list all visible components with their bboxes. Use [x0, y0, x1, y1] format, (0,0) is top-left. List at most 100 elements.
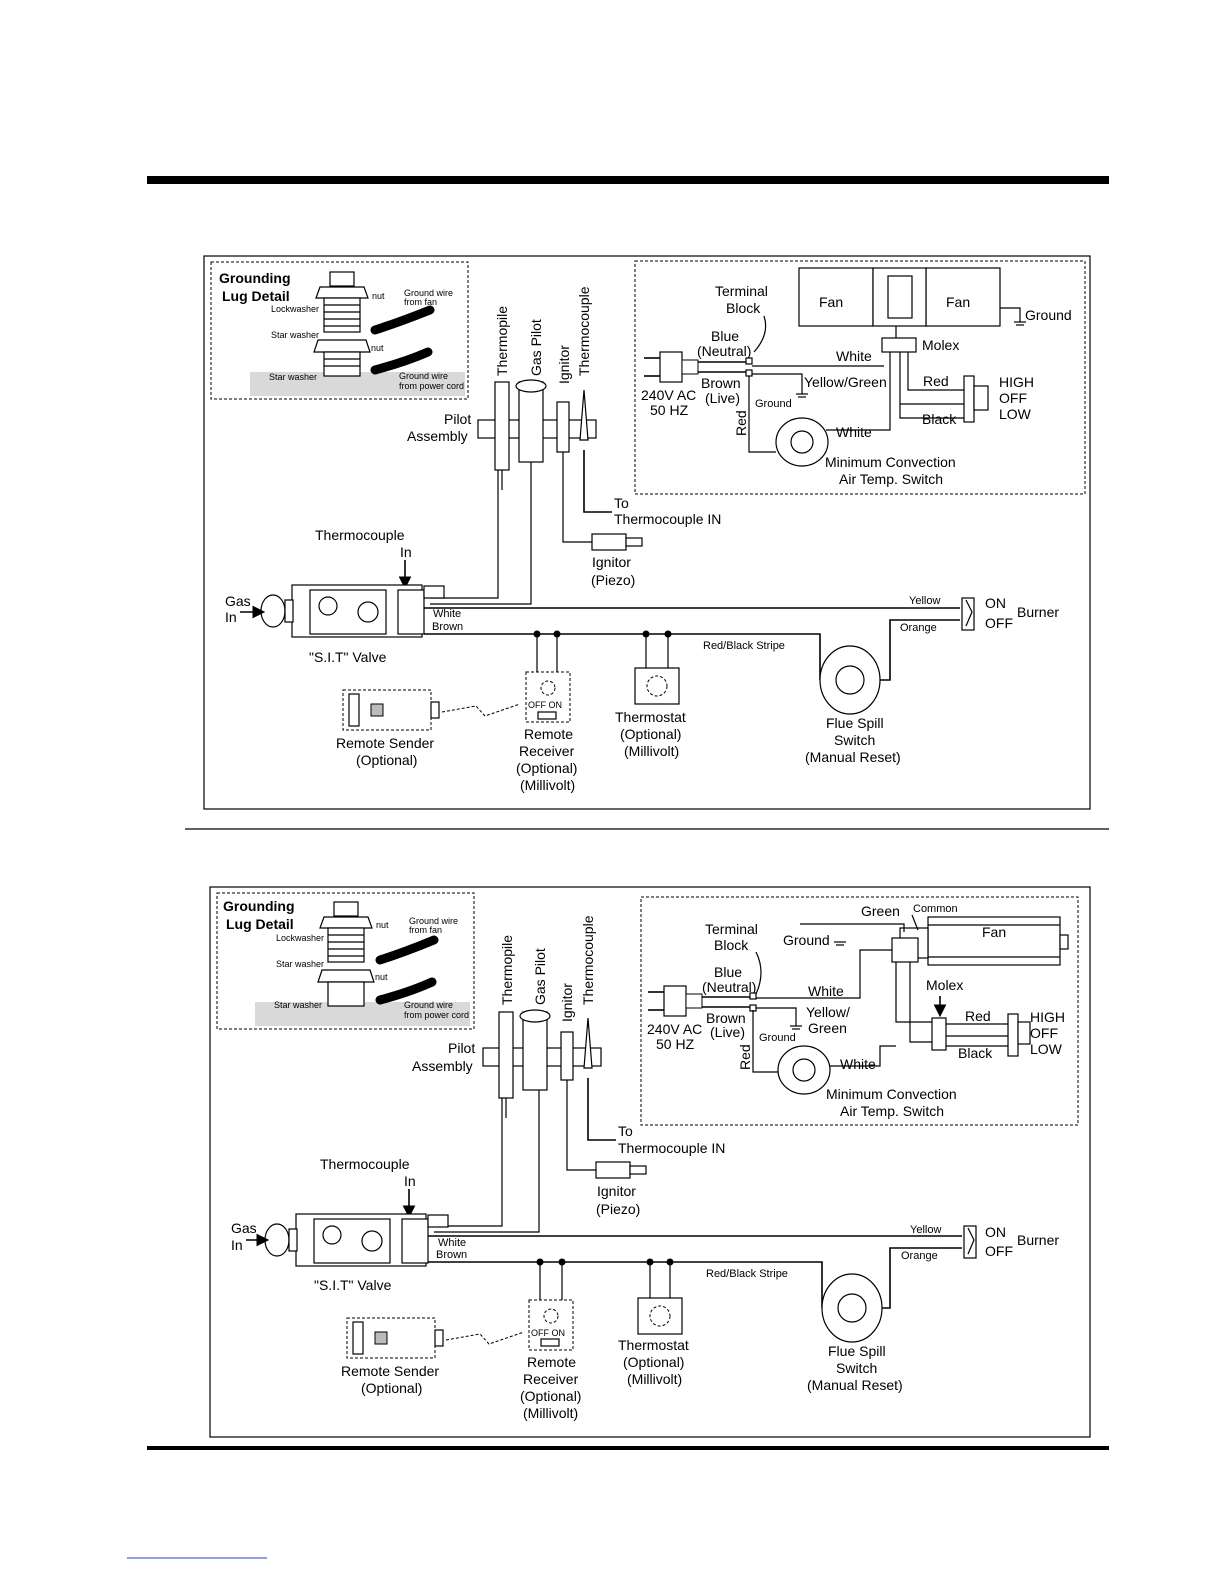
to-thermocouple-in-label-2: Thermocouple IN	[618, 1140, 725, 1156]
white-label: White	[433, 608, 461, 620]
white-label-min-2: White	[840, 1056, 876, 1072]
receiver-millivolt-label-2: (Millivolt)	[523, 1405, 578, 1421]
ground-wire-fan-label-3: Ground wire	[409, 916, 458, 926]
off-label-fan-2: OFF	[1030, 1025, 1058, 1041]
block-label: Block	[726, 300, 761, 316]
sit-valve: Thermocouple In Gas In "S.I.T" Valve Whi…	[225, 527, 463, 665]
ground-wire-cord-label-2: from power cord	[399, 381, 464, 391]
switch-label-2: Switch	[836, 1360, 877, 1376]
remote-label: Remote	[524, 726, 573, 742]
red-label-vertical: Red	[733, 410, 749, 436]
fan-circuit-2: Terminal Block Blue (Neutral) Brown (Liv…	[640, 896, 1079, 1126]
ignitor-piezo-label: Ignitor	[592, 554, 631, 570]
ignitor-label-2: Ignitor	[559, 983, 575, 1022]
manual-reset-label-2: (Manual Reset)	[807, 1377, 903, 1393]
thermopile-label-2: Thermopile	[499, 935, 515, 1005]
neutral-label: (Neutral)	[697, 343, 751, 359]
ground-wire-fan-label: Ground wire	[404, 288, 453, 298]
ignitor-label: Ignitor	[556, 345, 572, 384]
wiring-diagram-2: Grounding Lug Detail nut nut Lockwasher …	[209, 886, 1091, 1438]
white-label-min: White	[836, 424, 872, 440]
sender-optional-label: (Optional)	[356, 752, 417, 768]
fan-circuit: Terminal Block Blue (Neutral) Brown (Liv…	[634, 260, 1086, 495]
switch-label: Switch	[834, 732, 875, 748]
thermocouple-in-label-3: Thermocouple	[320, 1156, 410, 1172]
white-label-2: White	[438, 1237, 466, 1249]
gas-pilot-label-2: Gas Pilot	[532, 948, 548, 1005]
lug-detail-label: Lug Detail	[222, 288, 290, 304]
manual-reset-label: (Manual Reset)	[805, 749, 901, 765]
receiver-optional-label: (Optional)	[516, 760, 577, 776]
sit-valve-2: Thermocouple In Gas In "S.I.T" Valve Whi…	[231, 1156, 467, 1293]
ground-wire-cord-label-4: from power cord	[404, 1010, 469, 1020]
thermostat-label-2: Thermostat	[618, 1337, 689, 1353]
molex-label-2: Molex	[926, 977, 963, 993]
orange-label-2: Orange	[901, 1250, 938, 1262]
ignitor-piezo-label-4: (Piezo)	[596, 1201, 640, 1217]
star-washer-label-4: Star washer	[274, 1000, 322, 1010]
green-label: Green	[808, 1020, 847, 1036]
red-label: Red	[923, 373, 949, 389]
off-label: OFF	[985, 615, 1013, 631]
ground-wire-cord-label: Ground wire	[399, 371, 448, 381]
nut-label-4: nut	[375, 972, 388, 982]
green-label-top: Green	[861, 903, 900, 919]
nut-label: nut	[372, 291, 385, 301]
thermostat-millivolt-label-2: (Millivolt)	[627, 1371, 682, 1387]
fan-label-3: Fan	[982, 924, 1006, 940]
lockwasher-label-2: Lockwasher	[276, 933, 324, 943]
50hz-label: 50 HZ	[650, 402, 689, 418]
burner-label: Burner	[1017, 604, 1059, 620]
in-label-2: In	[231, 1237, 243, 1253]
wiring-diagram-1: Grounding Lug Detail nut nut Lockwasher …	[203, 255, 1091, 810]
high-label-2: HIGH	[1030, 1009, 1065, 1025]
thermocouple-in-label: Thermocouple	[315, 527, 405, 543]
red-black-stripe-label-2: Red/Black Stripe	[706, 1268, 788, 1280]
nut-label-3: nut	[376, 920, 389, 930]
star-washer-label: Star washer	[271, 330, 319, 340]
on-label-2: ON	[985, 1224, 1006, 1240]
thermopile-label: Thermopile	[494, 306, 510, 376]
flue-spill-switch: Flue Spill Switch (Manual Reset)	[805, 645, 901, 765]
ground-label: Ground	[1025, 307, 1072, 323]
common-label: Common	[913, 903, 958, 915]
ground-wire-fan-label-2: from fan	[404, 297, 437, 307]
terminal-label-2: Terminal	[705, 921, 758, 937]
white-label-fan-2: White	[808, 983, 844, 999]
grounding-label-2: Grounding	[223, 898, 295, 914]
nut-label-2: nut	[371, 343, 384, 353]
ground-wire-cord-label-3: Ground wire	[404, 1000, 453, 1010]
off-label-fan: OFF	[999, 390, 1027, 406]
air-temp-label: Air Temp. Switch	[839, 471, 943, 487]
ground-label-3: Ground	[783, 932, 830, 948]
star-washer-label-2: Star washer	[269, 372, 317, 382]
off-on-label-2: OFF ON	[531, 1328, 565, 1338]
blue-label-2: Blue	[714, 964, 742, 980]
live-label: (Live)	[705, 390, 740, 406]
flue-spill-switch-2: Flue Spill Switch (Manual Reset)	[807, 1273, 903, 1393]
live-label-2: (Live)	[710, 1024, 745, 1040]
remote-receiver-2: OFF ON Remote Receiver (Optional) (Milli…	[520, 1299, 581, 1421]
remote-sender-label-2: Remote Sender	[341, 1363, 439, 1379]
thermocouple-in-label-2: In	[400, 544, 412, 560]
receiver-label-2: Receiver	[523, 1371, 579, 1387]
black-label-2: Black	[958, 1045, 993, 1061]
ground-wire-fan-label-4: from fan	[409, 925, 442, 935]
thermocouple-label: Thermocouple	[576, 286, 592, 376]
ignitor-piezo-label-3: Ignitor	[597, 1183, 636, 1199]
lug-detail-label-2: Lug Detail	[226, 916, 294, 932]
off-on-label: OFF ON	[528, 700, 562, 710]
burner-switch	[961, 597, 975, 631]
pilot-assembly-2: Thermopile Gas Pilot Ignitor Thermocoupl…	[412, 915, 602, 1118]
assembly-label-2: Assembly	[412, 1058, 473, 1074]
thermocouple-label-2: Thermocouple	[580, 915, 596, 1005]
ground-label-small: Ground	[755, 398, 792, 410]
grounding-lug-detail: Grounding Lug Detail nut nut Lockwasher …	[210, 261, 469, 400]
min-conv-label: Minimum Convection	[825, 454, 956, 470]
pilot-assembly: Thermopile Gas Pilot Ignitor Thermocoupl…	[407, 286, 597, 490]
remote-receiver: OFF ON Remote Receiver (Optional) (Milli…	[516, 671, 577, 793]
ignitor-piezo-label-2: (Piezo)	[591, 572, 635, 588]
gas-label-2: Gas	[231, 1220, 257, 1236]
red-black-stripe-label: Red/Black Stripe	[703, 640, 785, 652]
